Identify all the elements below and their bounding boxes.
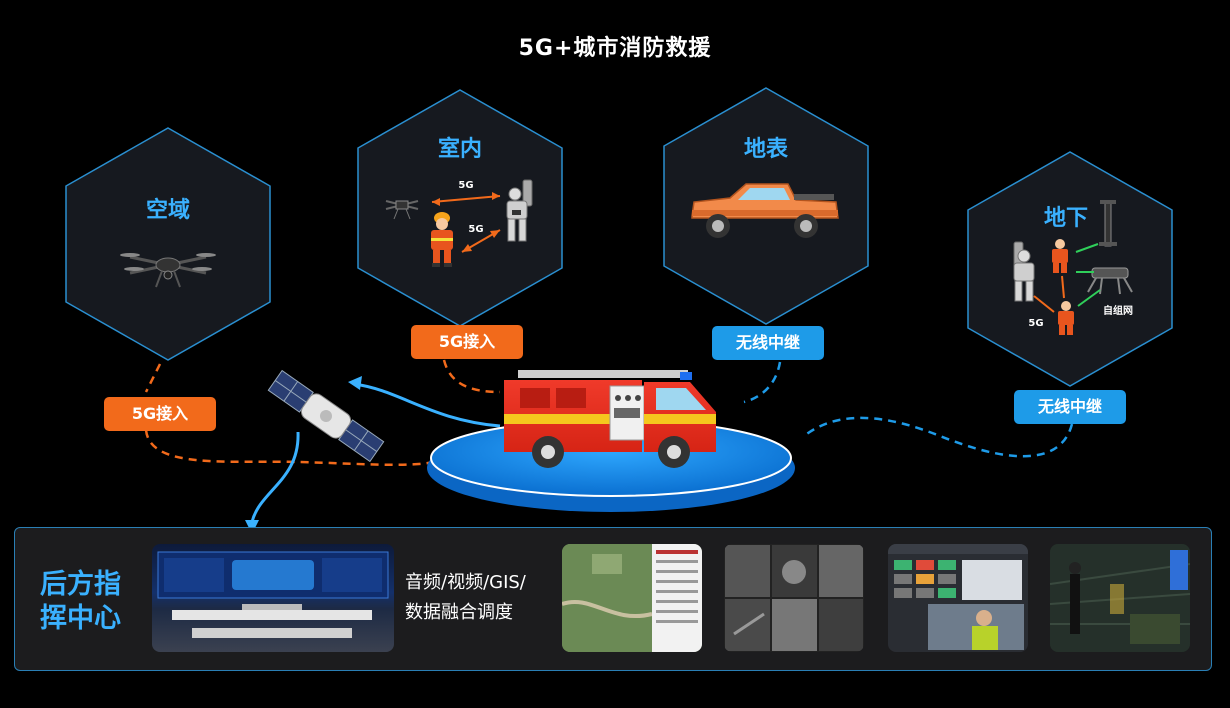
hexagon-airspace-label: 空域: [146, 197, 190, 223]
command-center-title-line2: 挥中心: [40, 603, 121, 634]
tag-underground-wireless-relay: 无线中继: [1014, 390, 1126, 424]
link-indoor-to-truck: [442, 359, 501, 394]
underground-mesh-arrow-bottom: [1077, 289, 1101, 307]
tag-surface-wireless-relay: 无线中继: [712, 326, 824, 360]
gis-map-image: [562, 544, 702, 652]
dispatch-console-image: [888, 544, 1028, 652]
pickup-truck-icon: [691, 183, 839, 238]
underground-5g-arrow: [1033, 295, 1055, 313]
fusion-line1: 音频/视频/GIS/: [405, 572, 526, 593]
command-hall-image: [152, 544, 394, 652]
underground-link-label-mesh: 自组网: [1103, 304, 1133, 317]
drone-icon: [120, 253, 216, 288]
link-surface-to-truck: [743, 361, 782, 404]
fusion-line2: 数据融合调度: [405, 602, 513, 623]
indoor-drone-icon: [385, 200, 419, 220]
underground-firefighter-top-icon: [1052, 239, 1068, 273]
indoor-link-label-top: 5G: [458, 180, 473, 191]
video-wall-image: [724, 544, 864, 652]
link-airspace-to-truck: [144, 363, 441, 467]
hexagon-indoor-label: 室内: [438, 136, 482, 162]
underground-link-label-5g: 5G: [1028, 318, 1043, 329]
tag-indoor-5g-access: 5G接入: [411, 325, 523, 359]
link-arrow-drone-robot: [431, 195, 501, 203]
satellite-icon: [267, 369, 385, 463]
underground-robot-dog-icon: [1087, 267, 1133, 295]
page-title: 5G+城市消防救援: [518, 36, 712, 61]
satellite-to-truck-arrow: [353, 382, 501, 428]
firefighter-icon: [431, 212, 453, 267]
indoor-link-label-bottom: 5G: [468, 224, 483, 235]
underground-site-image: [1050, 544, 1190, 652]
command-center-title-line1: 后方指: [40, 569, 121, 600]
satellite-to-command-arrow: [250, 431, 300, 523]
tag-airspace-5g-access: 5G接入: [104, 397, 216, 431]
robot-icon: [506, 179, 533, 242]
fusion-dispatch-text: 音频/视频/GIS/ 数据融合调度: [405, 568, 545, 628]
underground-drone-icon: [1099, 200, 1117, 247]
command-center-title: 后方指 挥中心: [40, 568, 121, 636]
hexagon-surface-label: 地表: [744, 137, 789, 162]
underground-mesh-arrow-top: [1075, 243, 1099, 253]
hexagon-underground: [967, 151, 1173, 387]
underground-vertical-arrow: [1061, 275, 1065, 299]
underground-firefighter-bottom-icon: [1058, 301, 1074, 335]
underground-robot-icon: [1013, 241, 1035, 302]
hexagon-airspace: [65, 127, 271, 361]
hexagon-underground-label: 地下: [1044, 206, 1088, 231]
fire-truck-icon: [504, 370, 716, 468]
